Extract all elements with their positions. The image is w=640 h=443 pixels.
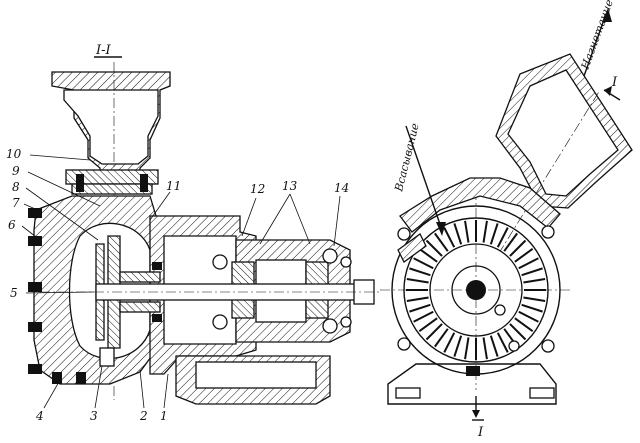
fin: [521, 267, 543, 277]
fin: [443, 227, 456, 248]
fin: [523, 278, 546, 284]
fin: [425, 323, 443, 341]
fin: [409, 267, 431, 277]
discharge-label: Нагнетание: [578, 0, 616, 72]
fin: [496, 332, 509, 353]
label-13: 13: [282, 179, 298, 193]
cut-marks: I I: [472, 75, 621, 440]
fin: [413, 310, 434, 323]
label-5: 5: [10, 286, 18, 300]
shaft: [40, 262, 380, 322]
cut-mark-bottom: I: [477, 425, 484, 440]
fin: [482, 337, 488, 360]
fin: [523, 296, 546, 302]
section-title: I-I: [95, 43, 112, 58]
fin: [464, 220, 470, 243]
label-6: 6: [8, 218, 16, 232]
label-10: 10: [6, 147, 22, 161]
fin: [453, 223, 463, 245]
fin: [409, 303, 431, 313]
fin: [418, 248, 438, 263]
fin: [443, 332, 456, 353]
right-bolts: [397, 225, 555, 353]
bearing-frame: [149, 215, 351, 405]
label-8: 8: [12, 180, 20, 194]
cut-mark-top: I: [611, 75, 618, 90]
fin: [509, 323, 527, 341]
label-1: 1: [160, 409, 168, 423]
fin: [464, 337, 470, 360]
fin: [514, 248, 534, 263]
fin: [509, 239, 527, 257]
fin: [406, 296, 429, 302]
fin: [434, 232, 449, 252]
fin: [453, 335, 463, 357]
fin: [425, 239, 443, 257]
label-14: 14: [334, 181, 349, 195]
external-view: Всасывание Нагнетание I I: [380, 0, 633, 440]
fin: [518, 257, 539, 270]
upper-housing: [397, 177, 561, 263]
fin: [413, 257, 434, 270]
label-2: 2: [139, 409, 148, 423]
fin: [482, 220, 488, 243]
label-9: 9: [12, 164, 20, 178]
discharge-pipe: [469, 53, 633, 301]
fin: [489, 223, 499, 245]
label-7: 7: [12, 196, 20, 210]
section-view: I-I: [6, 43, 380, 423]
label-4: 4: [35, 409, 44, 423]
neck-flange: [65, 169, 159, 195]
label-3: 3: [90, 409, 98, 423]
leader-lines: [21, 154, 341, 409]
fin: [489, 335, 499, 357]
cooling-fins: [406, 220, 546, 360]
fin: [406, 278, 429, 284]
bearing-bolts: [212, 248, 352, 334]
label-11: 11: [166, 179, 181, 193]
fin: [521, 303, 543, 313]
fin: [418, 317, 438, 332]
fin: [518, 310, 539, 323]
flow-arrows: [405, 8, 612, 236]
base: [387, 363, 557, 405]
part-labels: 10 9 8 7 6 5 4 3 2 1 11 12 13 14: [6, 147, 349, 423]
label-12: 12: [250, 182, 265, 196]
discharge-neck: [51, 62, 171, 400]
fin: [496, 227, 509, 248]
fin: [434, 328, 449, 348]
fin: [514, 317, 534, 332]
fin: [503, 232, 518, 252]
